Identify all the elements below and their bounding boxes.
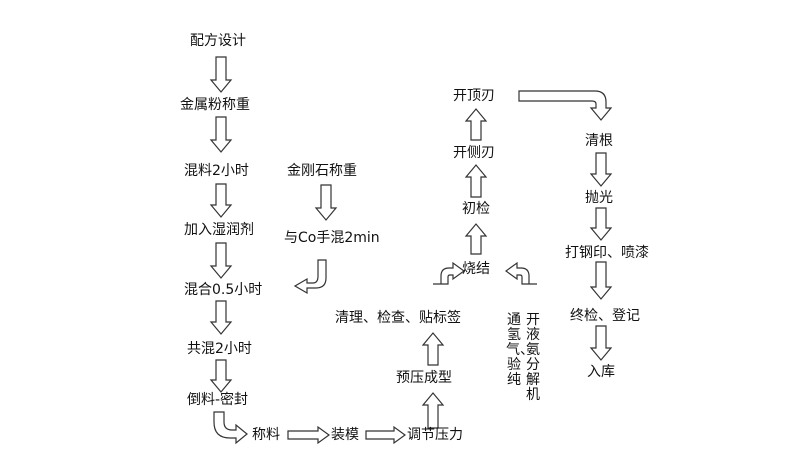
step-mix-2h: 混料2小时 [184,163,249,179]
step-preform: 预压成型 [396,370,452,386]
curved-arrow-to-mix [293,259,327,295]
curved-arrow-to-weigh [213,411,248,445]
up-arrow-preform [421,332,445,366]
down-arrow-5 [209,300,233,335]
down-arrow-1 [209,56,233,93]
curved-arrow-right [504,261,537,285]
right-arrow-2 [365,425,407,445]
step-sinter: 烧结 [462,261,490,277]
down-arrow-r3 [589,261,613,300]
note-ammonia-decomposer: 开液氨分解机 [526,312,540,403]
step-adjust-pressure: 调节压力 [407,427,463,443]
step-clean-root: 清根 [585,133,613,149]
step-top-edge: 开顶刃 [453,88,495,104]
step-side-edge: 开侧刃 [453,145,495,161]
down-arrow-r2 [589,207,613,241]
note-hydrogen-purity: 通氢气、验纯 [506,312,534,388]
curved-arrow-left [433,261,466,285]
step-mix-0-5h: 混合0.5小时 [184,282,263,298]
down-arrow-4 [209,242,233,279]
up-arrow-side-edge [464,108,488,141]
step-metal-powder-weighing: 金属粉称重 [180,97,250,113]
down-arrow-3 [209,183,233,218]
up-arrow-pressure [421,392,445,429]
step-pour-seal: 倒料-密封 [187,392,249,408]
step-initial-inspection: 初检 [462,201,490,217]
step-load-mold: 装模 [331,427,359,443]
step-weigh: 称料 [252,427,280,443]
down-arrow-2 [209,116,233,153]
up-arrow-inspect [464,164,488,198]
down-arrow-6 [209,359,233,393]
step-add-wetting-agent: 加入湿润剂 [184,222,254,238]
step-polish: 抛光 [585,190,613,206]
step-clean-inspect-label: 清理、检查、贴标签 [335,310,461,326]
down-arrow-r4 [589,325,613,361]
up-arrow-sinter [464,223,488,255]
down-arrow-diamond [314,184,338,221]
step-final-inspect-register: 终检、登记 [570,308,640,324]
step-formula-design: 配方设计 [190,33,246,49]
step-warehouse: 入库 [587,364,615,380]
step-co-mix: 与Co手混2min [284,230,380,246]
step-stamp-paint: 打钢印、喷漆 [565,245,649,261]
step-diamond-weighing: 金刚石称重 [287,163,357,179]
down-arrow-r1 [589,152,613,187]
step-comix-2h: 共混2小时 [187,341,252,357]
curved-arrow-top [518,90,613,121]
right-arrow-1 [287,425,331,445]
